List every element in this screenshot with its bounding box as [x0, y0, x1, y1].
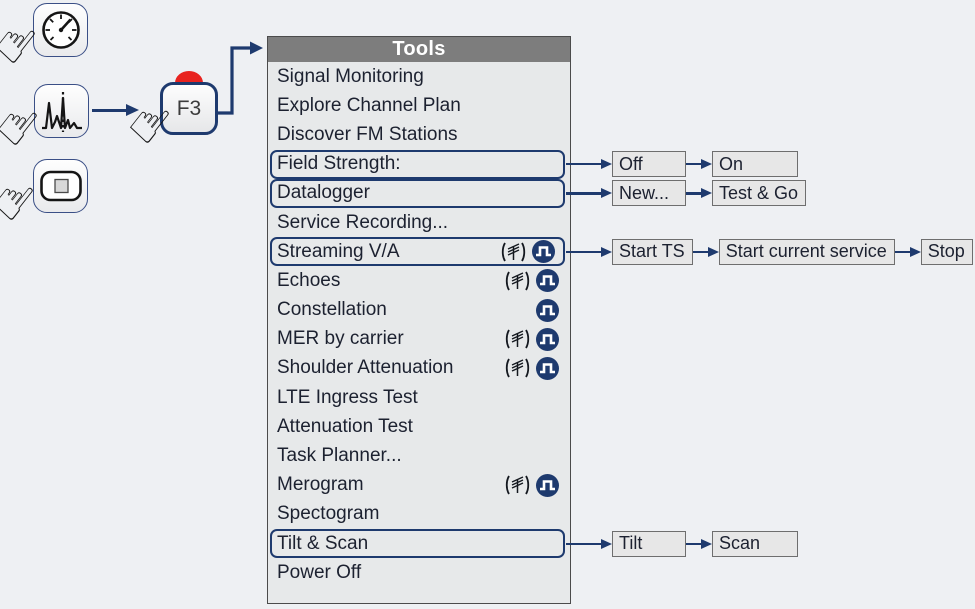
menu-item-label: Constellation: [277, 299, 387, 321]
menu-item-icons: [504, 325, 559, 354]
menu-item-signal-monitoring[interactable]: Signal Monitoring: [268, 62, 570, 91]
option-off[interactable]: Off: [612, 151, 686, 178]
option-start-ts[interactable]: Start TS: [612, 238, 693, 265]
antenna-icon: [505, 329, 530, 349]
screen-icon: [39, 170, 82, 202]
flow-streaming-v-a: Start TS Start current service Stop: [566, 238, 973, 265]
menu-item-tilt-scan[interactable]: Tilt & Scan: [270, 529, 565, 559]
option-start-current-service[interactable]: Start current service: [718, 238, 895, 265]
menu-item-power-off[interactable]: Power Off: [268, 558, 570, 587]
menu-title: Tools: [268, 37, 570, 62]
menu-item-explore-channel-plan[interactable]: Explore Channel Plan: [268, 91, 570, 120]
flow-field-strength: Off On: [566, 151, 798, 178]
menu-item-label: Echoes: [277, 269, 341, 291]
menu-item-label: Field Strength:: [277, 153, 401, 175]
menu-item-field-strength[interactable]: Field Strength:: [270, 149, 565, 179]
antenna-icon: [501, 242, 526, 262]
arrow-spectrum-to-f3-icon: [92, 103, 139, 117]
flow-arrow-icon: [566, 187, 612, 200]
flow-tilt-scan: Tilt Scan: [566, 530, 798, 557]
option-test-go[interactable]: Test & Go: [712, 180, 807, 207]
pulse-icon: [536, 327, 559, 351]
menu-item-task-planner[interactable]: Task Planner...: [268, 441, 570, 470]
menu-item-label: Discover FM Stations: [277, 123, 458, 145]
flow-arrow-icon: [686, 158, 712, 171]
menu-item-label: Service Recording...: [277, 211, 449, 233]
menu-item-attenuation-test[interactable]: Attenuation Test: [268, 412, 570, 441]
pulse-icon: [536, 298, 559, 322]
menu-item-streaming-v-a[interactable]: Streaming V/A: [270, 237, 565, 267]
menu-item-shoulder-attenuation[interactable]: Shoulder Attenuation: [268, 354, 570, 383]
hardware-button-spectrum[interactable]: [34, 84, 89, 138]
menu-item-discover-fm-stations[interactable]: Discover FM Stations: [268, 120, 570, 149]
pulse-icon: [536, 473, 559, 497]
antenna-icon: [505, 359, 530, 378]
antenna-icon: [505, 475, 530, 495]
menu-item-label: Datalogger: [277, 182, 370, 204]
menu-item-merogram[interactable]: Merogram: [268, 471, 570, 500]
option-stop[interactable]: Stop: [920, 238, 973, 265]
option-new[interactable]: New...: [612, 180, 686, 207]
flow-arrow-icon: [566, 537, 612, 550]
flow-arrow-icon: [566, 158, 612, 171]
menu-item-icons: [500, 239, 555, 264]
menu-item-label: Signal Monitoring: [277, 65, 424, 87]
flow-datalogger: New... Test & Go: [566, 180, 807, 207]
menu-item-label: Shoulder Attenuation: [277, 357, 454, 379]
menu-item-echoes[interactable]: Echoes: [268, 266, 570, 295]
flow-arrow-icon: [894, 245, 921, 258]
option-on[interactable]: On: [712, 151, 798, 178]
pulse-icon: [536, 269, 559, 293]
menu-item-icons: [504, 266, 559, 295]
flow-arrow-icon: [692, 245, 719, 258]
pulse-icon: [536, 356, 559, 380]
f3-key[interactable]: F3: [160, 82, 218, 135]
menu-item-label: Power Off: [277, 561, 362, 583]
menu-item-label: Explore Channel Plan: [277, 94, 461, 116]
menu-item-label: Task Planner...: [277, 445, 402, 467]
flow-arrow-icon: [566, 245, 612, 258]
menu-item-icons: [504, 354, 559, 383]
menu-item-label: Spectogram: [277, 503, 380, 525]
menu-item-label: LTE Ingress Test: [277, 386, 418, 408]
f3-key-label: F3: [176, 96, 202, 120]
menu-item-spectogram[interactable]: Spectogram: [268, 500, 570, 529]
menu-item-datalogger[interactable]: Datalogger: [270, 178, 565, 208]
menu-item-mer-by-carrier[interactable]: MER by carrier: [268, 325, 570, 354]
menu-item-icons: [504, 471, 559, 500]
option-scan[interactable]: Scan: [712, 530, 798, 557]
menu-item-label: Tilt & Scan: [277, 532, 369, 554]
gauge-icon: [41, 11, 80, 49]
menu-item-label: MER by carrier: [277, 328, 404, 350]
spectrum-icon: [41, 92, 82, 132]
menu-item-lte-ingress-test[interactable]: LTE Ingress Test: [268, 383, 570, 412]
pulse-icon: [532, 240, 555, 264]
hardware-button-screen[interactable]: [33, 159, 88, 213]
menu-item-service-recording[interactable]: Service Recording...: [268, 208, 570, 237]
flow-arrow-icon: [686, 187, 712, 200]
menu-item-label: Merogram: [277, 474, 364, 496]
flow-arrow-icon: [686, 537, 712, 550]
menu-item-label: Streaming V/A: [277, 240, 400, 262]
menu-item-label: Attenuation Test: [277, 415, 413, 437]
hardware-button-gauge[interactable]: [33, 3, 88, 57]
antenna-icon: [505, 271, 530, 291]
option-tilt[interactable]: Tilt: [612, 530, 686, 557]
menu-item-icons: [536, 296, 559, 325]
menu-item-constellation[interactable]: Constellation: [268, 296, 570, 325]
